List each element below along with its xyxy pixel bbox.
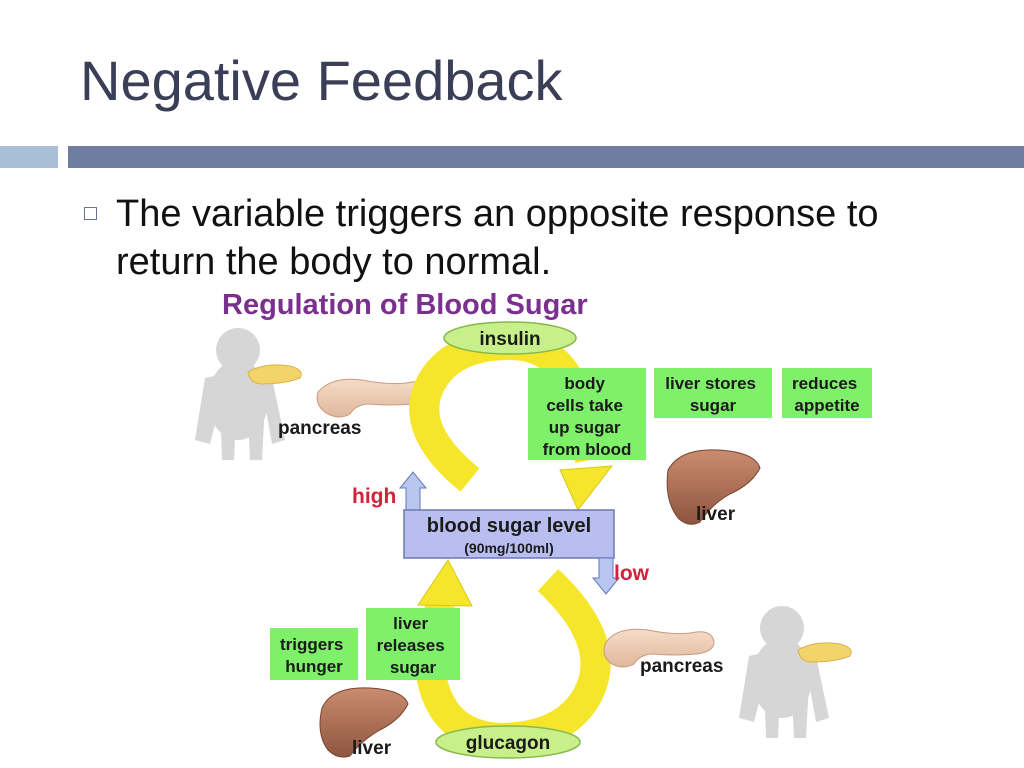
liver-organ-bottom	[319, 687, 409, 758]
title-rule	[68, 146, 1024, 168]
label-liver-right: liver	[696, 504, 736, 525]
slide-title: Negative Feedback	[80, 49, 563, 112]
label-insulin: insulin	[479, 329, 540, 350]
label-low: low	[614, 562, 650, 585]
glucagon-oval	[435, 725, 581, 759]
label-blood-sugar-level: blood sugar level	[427, 515, 591, 537]
pancreas-small-icon-bottom	[797, 642, 852, 663]
blood-sugar-level-box	[403, 509, 615, 559]
effect-box-triggers-hunger	[270, 628, 358, 680]
effect-body-cells: body cells take up sugar from blood	[543, 374, 632, 459]
insulin-cycle-arrow	[409, 329, 614, 511]
effect-liver-releases: liver releases sugar	[377, 614, 450, 677]
effect-box-liver-releases	[366, 608, 460, 680]
pancreas-organ-bottom	[603, 628, 715, 668]
effect-box-liver-stores	[654, 368, 772, 418]
title-rule-accent	[0, 146, 58, 168]
effect-triggers-hunger: triggers hunger	[280, 635, 348, 676]
effect-box-body-cells	[528, 368, 646, 460]
glucagon-cycle-arrow	[416, 559, 611, 754]
label-glucagon: glucagon	[466, 733, 550, 754]
effect-reduces-appetite: reduces appetite	[792, 374, 862, 415]
low-arrow-icon	[591, 557, 621, 595]
label-blood-sugar-value: (90mg/100ml)	[464, 540, 553, 556]
label-high: high	[352, 485, 396, 508]
insulin-oval	[443, 321, 577, 355]
human-silhouette-bottom	[739, 606, 829, 738]
label-pancreas-bottom: pancreas	[640, 656, 723, 677]
diagram-title: Regulation of Blood Sugar	[222, 289, 588, 321]
bullet-square-icon	[84, 207, 97, 220]
pancreas-small-icon-top	[247, 364, 302, 385]
human-silhouette-top	[195, 328, 285, 460]
effect-box-reduces-appetite	[782, 368, 872, 418]
label-liver-bottom: liver	[352, 738, 392, 759]
liver-organ-right	[666, 449, 761, 525]
bullet-text: The variable triggers an opposite respon…	[116, 193, 879, 283]
effect-liver-stores: liver stores sugar	[665, 374, 760, 415]
label-pancreas-top: pancreas	[278, 418, 361, 439]
